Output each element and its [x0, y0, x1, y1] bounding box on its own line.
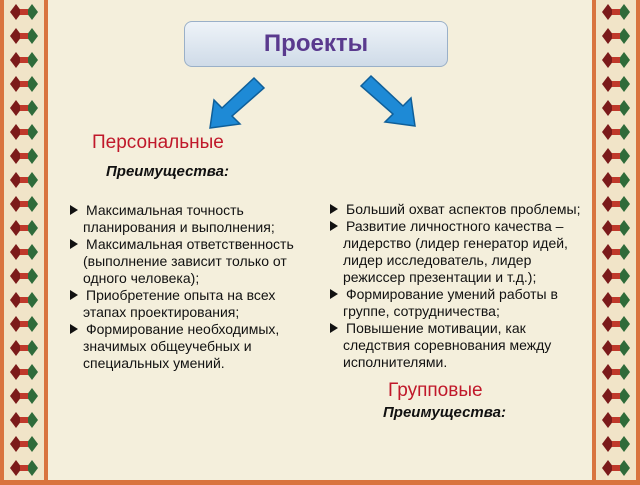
left-ornament-border: [0, 0, 48, 480]
list-item: Больший охват аспектов проблемы;: [330, 201, 592, 218]
personal-heading: Персональные: [92, 132, 224, 153]
triangle-bullet-icon: [70, 290, 78, 300]
triangle-bullet-icon: [70, 239, 78, 249]
list-item: Максимальная точность планирования и вып…: [70, 202, 302, 236]
group-heading: Групповые: [388, 380, 483, 401]
triangle-bullet-icon: [330, 204, 338, 214]
right-ornament-border: [592, 0, 640, 480]
list-item: Повышение мотивации, как следствия сорев…: [330, 320, 592, 371]
list-item-text: Максимальная ответственность (выполнение…: [83, 236, 294, 286]
triangle-bullet-icon: [330, 323, 338, 333]
group-advantages-list: Больший охват аспектов проблемы; Развити…: [330, 201, 592, 371]
list-item-text: Максимальная точность планирования и вып…: [83, 202, 275, 235]
left-ornament-pattern: [0, 0, 48, 480]
slide-title: Проекты: [263, 30, 369, 57]
triangle-bullet-icon: [330, 221, 338, 231]
slide: Проекты Персональные Преимущества: Макси…: [48, 0, 592, 480]
list-item: Формирование умений работы в группе, сот…: [330, 286, 592, 320]
list-item-text: Формирование умений работы в группе, сот…: [343, 286, 558, 319]
right-ornament-pattern: [592, 0, 640, 480]
personal-advantages-label: Преимущества:: [106, 163, 229, 180]
arrow-down-right-icon: [359, 74, 416, 127]
triangle-bullet-icon: [70, 205, 78, 215]
arrow-down-left-icon: [209, 76, 266, 129]
list-item-text: Развитие личностного качества – лидерств…: [343, 218, 568, 285]
list-item: Развитие личностного качества – лидерств…: [330, 218, 592, 286]
group-advantages-label: Преимущества:: [383, 404, 506, 421]
list-item: Приобретение опыта на всех этапах проект…: [70, 287, 302, 321]
list-item: Формирование необходимых, значимых общеу…: [70, 321, 302, 372]
list-item-text: Повышение мотивации, как следствия сорев…: [343, 320, 552, 370]
triangle-bullet-icon: [330, 289, 338, 299]
list-item-text: Формирование необходимых, значимых общеу…: [83, 321, 280, 371]
triangle-bullet-icon: [70, 324, 78, 334]
personal-advantages-list: Максимальная точность планирования и вып…: [70, 202, 302, 372]
list-item-text: Приобретение опыта на всех этапах проект…: [83, 287, 276, 320]
list-item: Максимальная ответственность (выполнение…: [70, 236, 302, 287]
title-box: Проекты: [184, 21, 448, 67]
list-item-text: Больший охват аспектов проблемы;: [346, 201, 581, 217]
